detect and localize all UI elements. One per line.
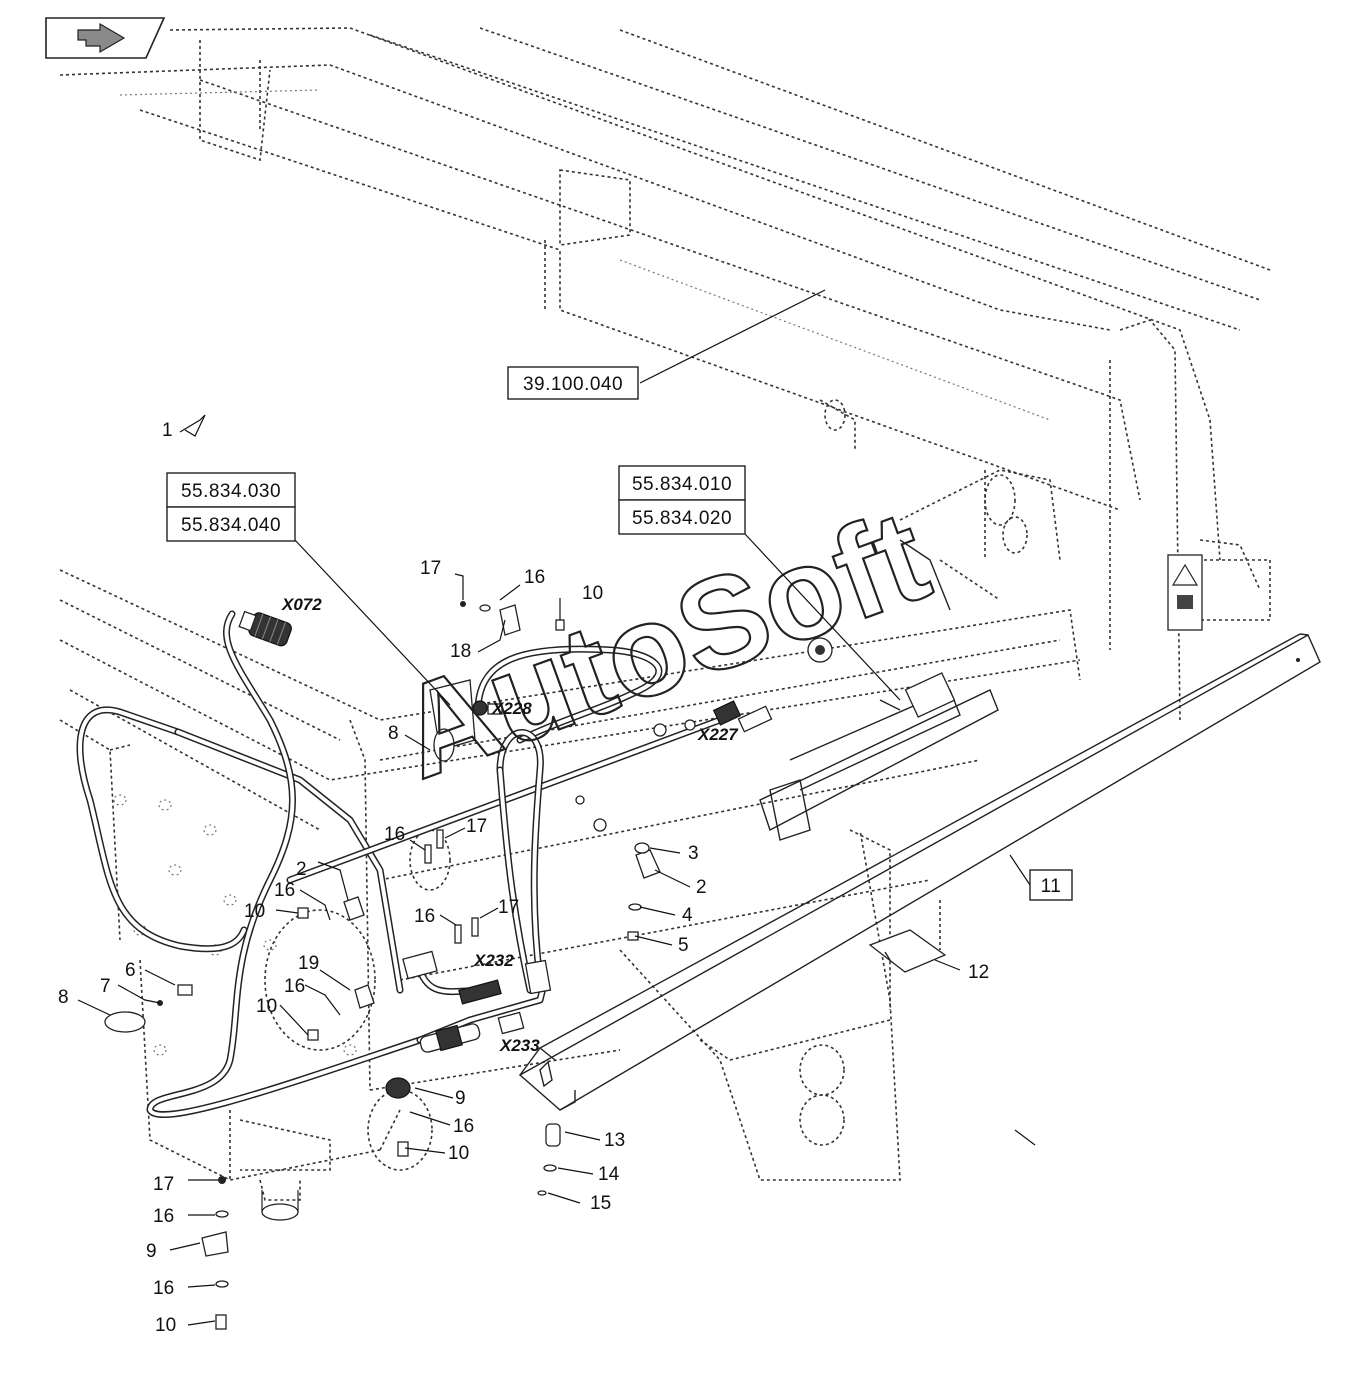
- callout-9: 9: [146, 1241, 157, 1262]
- reference-box-55834020[interactable]: 55.834.020: [618, 499, 746, 535]
- callout-6: 6: [125, 960, 136, 981]
- callout-19: 19: [298, 953, 319, 974]
- callout-16: 16: [453, 1116, 474, 1137]
- hydraulic-cylinder: [759, 539, 1001, 841]
- reference-box-55834010[interactable]: 55.834.010: [618, 465, 746, 501]
- callout-2: 2: [696, 877, 707, 898]
- callout-8: 8: [58, 987, 69, 1008]
- callout-10: 10: [256, 996, 277, 1017]
- frame-background: [59, 27, 1271, 1221]
- callout-5: 5: [678, 935, 689, 956]
- callout-16: 16: [274, 880, 295, 901]
- connector-parts: [104, 601, 773, 1330]
- connector-label-x228: X228: [491, 699, 532, 718]
- callout-17: 17: [466, 816, 487, 837]
- leader-lines: [77, 289, 1036, 1326]
- reference-label: 55.834.020: [632, 508, 732, 529]
- reference-label: 55.834.040: [181, 515, 281, 536]
- callout-14: 14: [598, 1164, 620, 1185]
- callout-16: 16: [284, 976, 305, 997]
- callout-7: 7: [100, 976, 111, 997]
- callout-1: 1: [162, 420, 173, 441]
- reference-box-55834040[interactable]: 55.834.040: [166, 506, 296, 542]
- connector-label-x072: X072: [281, 595, 322, 614]
- reference-label: 11: [1041, 876, 1062, 897]
- callout-10: 10: [448, 1143, 469, 1164]
- callout-12: 12: [968, 962, 989, 983]
- return-arrow-icon: [77, 22, 126, 54]
- rail-part-11: [518, 633, 1321, 1111]
- callout-18: 18: [450, 641, 471, 662]
- reference-label: 39.100.040: [523, 374, 623, 395]
- callout-17: 17: [153, 1174, 174, 1195]
- callout-17: 17: [420, 558, 441, 579]
- callout-16: 16: [524, 567, 545, 588]
- callout-10: 10: [244, 901, 265, 922]
- callout-10: 10: [155, 1315, 176, 1336]
- connector-label-x233: X233: [499, 1036, 540, 1055]
- reference-box-11[interactable]: 11: [1029, 869, 1073, 901]
- callout-16: 16: [153, 1206, 174, 1227]
- callout-13: 13: [604, 1130, 625, 1151]
- callout-4: 4: [682, 905, 693, 926]
- callout-10: 10: [582, 583, 603, 604]
- callout-9: 9: [455, 1088, 466, 1109]
- callout-3: 3: [688, 843, 699, 864]
- wiring-harness: [76, 610, 724, 1119]
- reference-box-39100040[interactable]: 39.100.040: [507, 366, 639, 400]
- back-button[interactable]: [45, 17, 166, 59]
- callouts: 17 16 10 18 8 1 16 17 2 16 10 6 7 8 19 1…: [58, 420, 989, 1336]
- callout-15: 15: [590, 1193, 611, 1214]
- connector-label-x227: X227: [697, 725, 739, 744]
- callout-16: 16: [384, 824, 405, 845]
- reference-box-55834030[interactable]: 55.834.030: [166, 472, 296, 508]
- reference-label: 55.834.030: [181, 481, 281, 502]
- callout-16: 16: [414, 906, 435, 927]
- callout-2: 2: [296, 859, 307, 880]
- reference-label: 55.834.010: [632, 474, 732, 495]
- callout-16: 16: [153, 1278, 174, 1299]
- callout-17: 17: [498, 897, 519, 918]
- connector-label-x232: X232: [473, 951, 514, 970]
- callout-8: 8: [388, 723, 399, 744]
